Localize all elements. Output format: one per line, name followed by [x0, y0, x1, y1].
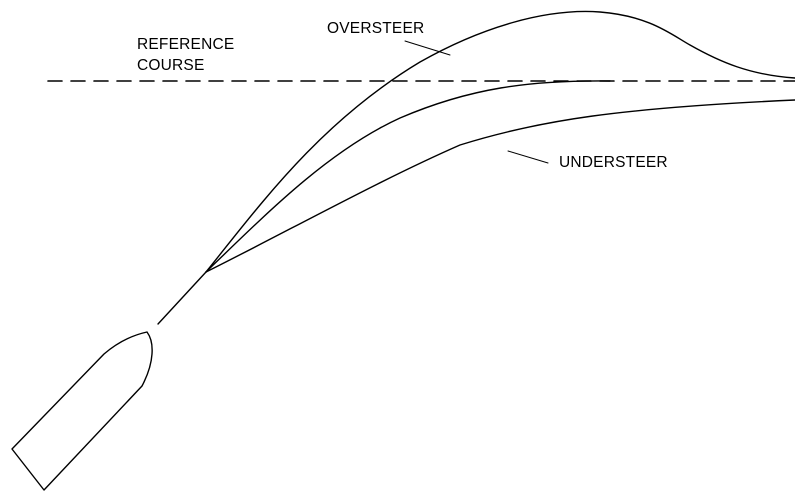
understeer-label: UNDERSTEER [559, 154, 668, 171]
neutral-path [205, 80, 611, 273]
reference-course-label-line2: COURSE [137, 57, 205, 74]
reference-course-label-line1: REFERENCE [137, 36, 235, 53]
oversteer-label: OVERSTEER [327, 20, 425, 37]
ship-hull [11, 331, 153, 491]
understeer-path [205, 99, 795, 273]
understeer-leader [507, 150, 549, 164]
approach-track [157, 271, 207, 325]
oversteer-leader [404, 40, 451, 56]
oversteer-path [205, 10, 795, 273]
